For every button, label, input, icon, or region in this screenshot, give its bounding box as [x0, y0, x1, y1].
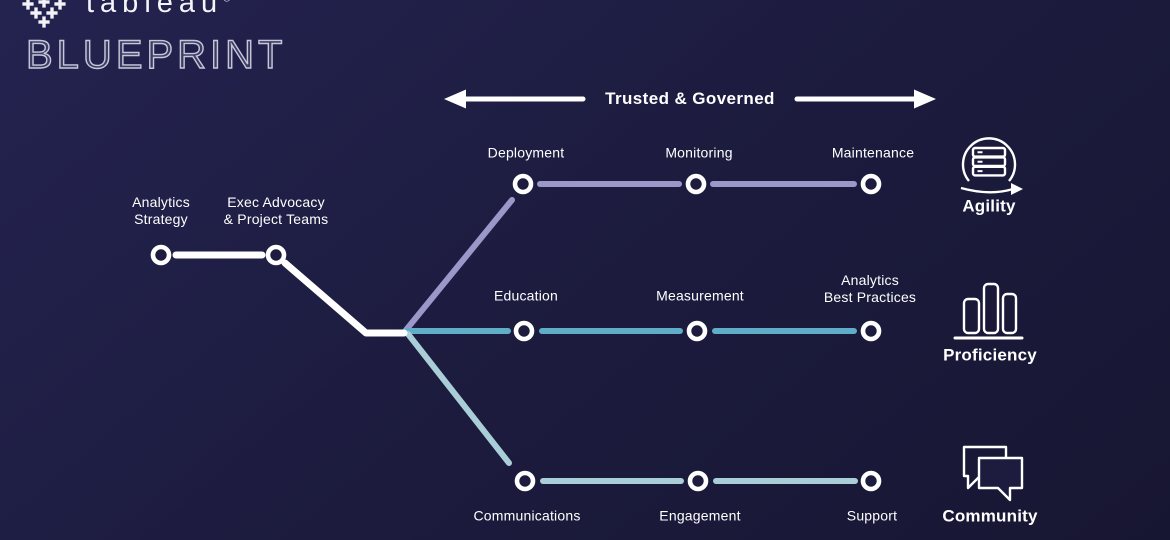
track-label-community: Community: [942, 506, 1038, 526]
node-maintenance: [860, 173, 882, 195]
node-deployment: [512, 173, 534, 195]
tableau-wordmark: tableau®: [86, 0, 231, 20]
node-communications: [514, 470, 536, 492]
label-analytics-best-practices: Analytics Best Practices: [823, 271, 917, 305]
tableau-mark-icon: [22, 0, 66, 28]
node-engagement: [687, 470, 709, 492]
node-support: [860, 470, 882, 492]
label-monitoring: Monitoring: [665, 144, 733, 161]
station-nodes: [150, 173, 882, 492]
label-education: Education: [493, 287, 559, 304]
node-monitoring: [685, 173, 707, 195]
node-analytics-strategy: [150, 244, 172, 266]
registered-mark: ®: [223, 0, 230, 4]
chat-bubbles-icon: [962, 445, 1024, 502]
label-deployment: Deployment: [487, 144, 565, 161]
agility-track-line: [403, 181, 857, 333]
right-arrow-icon: [794, 89, 936, 109]
label-exec-advocacy: Exec Advocacy & Project Teams: [223, 193, 329, 227]
label-communications: Communications: [473, 507, 581, 524]
label-maintenance: Maintenance: [831, 144, 915, 161]
label-support: Support: [846, 507, 898, 524]
community-track-line: [405, 331, 858, 484]
label-engagement: Engagement: [659, 507, 741, 524]
trusted-governed-title: Trusted & Governed: [605, 89, 775, 108]
label-measurement: Measurement: [656, 287, 744, 304]
node-exec-advocacy: [265, 244, 287, 266]
track-label-proficiency: Proficiency: [943, 345, 1037, 365]
node-education: [513, 320, 535, 342]
left-arrow-icon: [444, 89, 586, 109]
track-label-agility: Agility: [962, 196, 1016, 216]
product-title: BLUEPRINT: [25, 32, 287, 77]
trunk-line: [172, 251, 408, 337]
server-sprint-icon: [960, 137, 1023, 195]
bar-chart-icon: [953, 282, 1024, 340]
node-measurement: [686, 320, 708, 342]
node-analytics-best-practices: [860, 320, 882, 342]
label-analytics-strategy: Analytics Strategy: [132, 193, 190, 227]
